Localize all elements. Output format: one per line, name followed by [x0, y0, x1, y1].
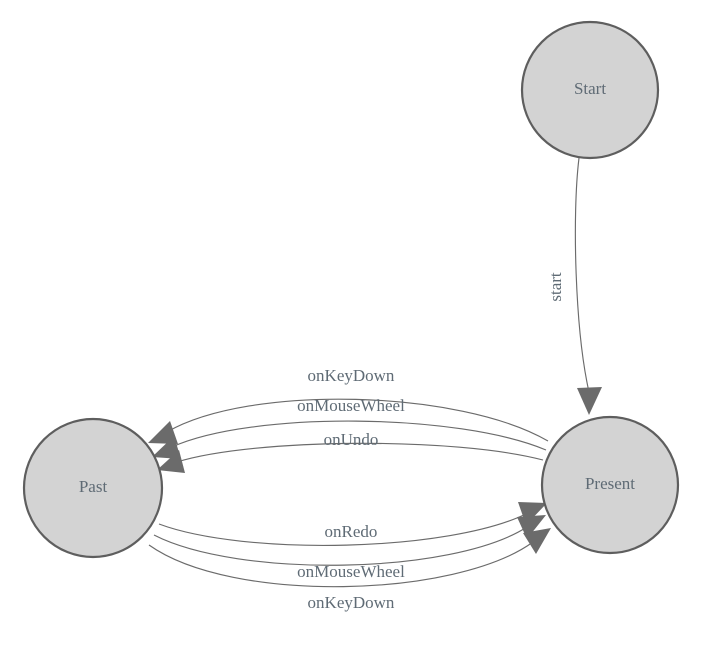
edge-label-present-past-onmousewheel: onMouseWheel — [297, 396, 405, 415]
edge-path-present-past-onkeydown — [166, 398, 549, 442]
node-past[interactable]: Past — [22, 417, 164, 559]
edge-path-present-past-onmousewheel — [171, 420, 547, 451]
node-past-circle — [22, 417, 164, 559]
edge-label-past-present-onmousewheel: onMouseWheel — [297, 562, 405, 581]
edge-past-to-present-onredo[interactable]: onRedo — [158, 502, 547, 546]
arrowhead-start-present — [577, 387, 602, 415]
arrowhead-present-past-onundo — [157, 450, 185, 473]
node-present-label: Present — [585, 474, 635, 493]
edge-path-past-present-onkeydown — [148, 541, 534, 588]
arrowhead-present-past-onmousewheel — [152, 436, 181, 459]
node-start-circle — [520, 20, 660, 160]
edge-path-present-past-onundo — [176, 442, 544, 463]
node-start[interactable]: Start — [520, 20, 660, 160]
edge-present-to-past-onundo[interactable]: onUndo — [157, 430, 544, 473]
node-start-label: Start — [574, 79, 606, 98]
edge-path-past-present-onredo — [158, 512, 529, 546]
node-present[interactable]: Present — [540, 415, 680, 555]
edge-past-to-present-onkeydown[interactable]: onKeyDown — [148, 528, 551, 612]
edge-label-present-past-onkeydown: onKeyDown — [308, 366, 395, 385]
edge-label-past-present-onredo: onRedo — [325, 522, 378, 541]
edge-present-to-past-onkeydown[interactable]: onKeyDown — [148, 366, 549, 444]
edge-label-start: start — [546, 272, 565, 302]
arrowhead-past-present-onmousewheel — [517, 515, 546, 539]
edge-path-past-present-onmousewheel — [153, 526, 528, 566]
arrowhead-present-past-onkeydown — [148, 421, 178, 444]
edge-start-to-present[interactable]: start — [546, 157, 602, 415]
edge-present-to-past-onmousewheel[interactable]: onMouseWheel — [152, 396, 547, 459]
edge-label-past-present-onkeydown: onKeyDown — [308, 593, 395, 612]
node-present-circle — [540, 415, 680, 555]
node-past-label: Past — [79, 477, 108, 496]
edge-past-to-present-onmousewheel[interactable]: onMouseWheel — [153, 515, 546, 581]
edge-label-present-past-onundo: onUndo — [324, 430, 379, 449]
edge-path-start-present — [574, 157, 590, 393]
arrowhead-past-present-onkeydown — [523, 528, 551, 554]
